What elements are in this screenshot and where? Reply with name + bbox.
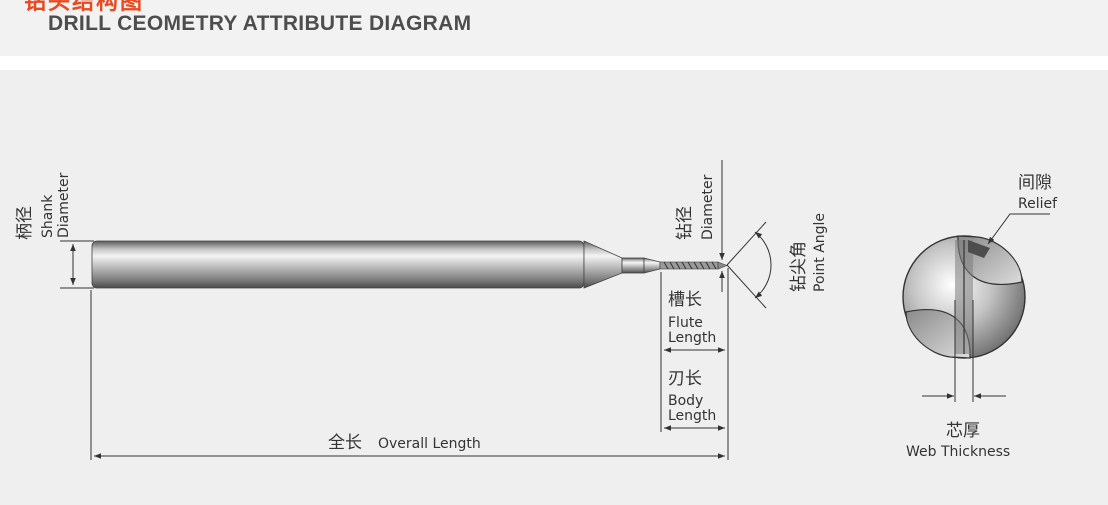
header-divider <box>0 56 1108 70</box>
point-angle-dimension <box>726 221 772 309</box>
flute-label-en-2: Length <box>668 330 716 346</box>
header-title-cn: 钻头结构图 <box>24 0 145 15</box>
overall-label-cn: 全长 <box>328 433 362 453</box>
header-bar: 钻头结构图 DRILL CEOMETRY ATTRIBUTE DIAGRAM <box>0 0 1108 56</box>
body-label-cn: 刃长 <box>668 369 702 389</box>
flute-helix <box>663 261 717 270</box>
relief-label-en: Relief <box>1018 196 1058 212</box>
neck <box>621 257 645 274</box>
shank-label-en-2: Diameter <box>56 172 72 238</box>
overall-length-dimension <box>90 290 725 460</box>
drill-body <box>91 240 728 289</box>
relief-notch <box>968 240 990 258</box>
point-angle-label-cn: 钻尖角 <box>789 241 809 292</box>
cross-section <box>902 213 1050 359</box>
shank-label-cn: 柄径 <box>15 206 35 240</box>
point-angle-label: 钻尖角 Point Angle <box>789 213 828 292</box>
drill-tip <box>717 261 728 270</box>
body-length-label: 刃长 Body Length <box>668 369 716 424</box>
flute-length-dimension <box>660 268 729 460</box>
flute-label-cn: 槽长 <box>668 290 702 310</box>
shank-label-en-1: Shank <box>40 194 56 238</box>
overall-label-en: Overall Length <box>378 436 481 452</box>
drill-diagram: 柄径 Shank Diameter 钻径 Diameter 钻尖角 Point … <box>15 160 1058 460</box>
web-thickness-label: 芯厚 Web Thickness <box>906 421 1010 460</box>
shank-diameter-label: 柄径 Shank Diameter <box>15 172 72 240</box>
diameter-label-en: Diameter <box>700 174 716 240</box>
shank-taper <box>583 240 623 289</box>
neck-taper <box>643 257 661 274</box>
body-label-en-2: Length <box>668 408 716 424</box>
overall-length-label: 全长 Overall Length <box>328 433 481 453</box>
point-angle-label-en: Point Angle <box>812 213 828 292</box>
web-label-cn: 芯厚 <box>946 421 980 441</box>
shank-diameter-dimension <box>60 240 94 289</box>
diameter-label-cn: 钻径 <box>675 206 695 240</box>
flute-label-en-1: Flute <box>668 315 703 331</box>
relief-label: 间隙 Relief <box>1018 173 1058 212</box>
relief-label-cn: 间隙 <box>1018 173 1052 193</box>
diameter-label: 钻径 Diameter <box>675 174 716 240</box>
flute-length-label: 槽长 Flute Length <box>668 290 716 346</box>
body-label-en-1: Body <box>668 393 703 409</box>
web-thickness-dimension <box>922 300 1006 402</box>
shank <box>91 240 585 289</box>
web-label-en: Web Thickness <box>906 444 1010 460</box>
header-title-en: DRILL CEOMETRY ATTRIBUTE DIAGRAM <box>48 12 472 35</box>
relief-leader <box>987 213 1050 245</box>
